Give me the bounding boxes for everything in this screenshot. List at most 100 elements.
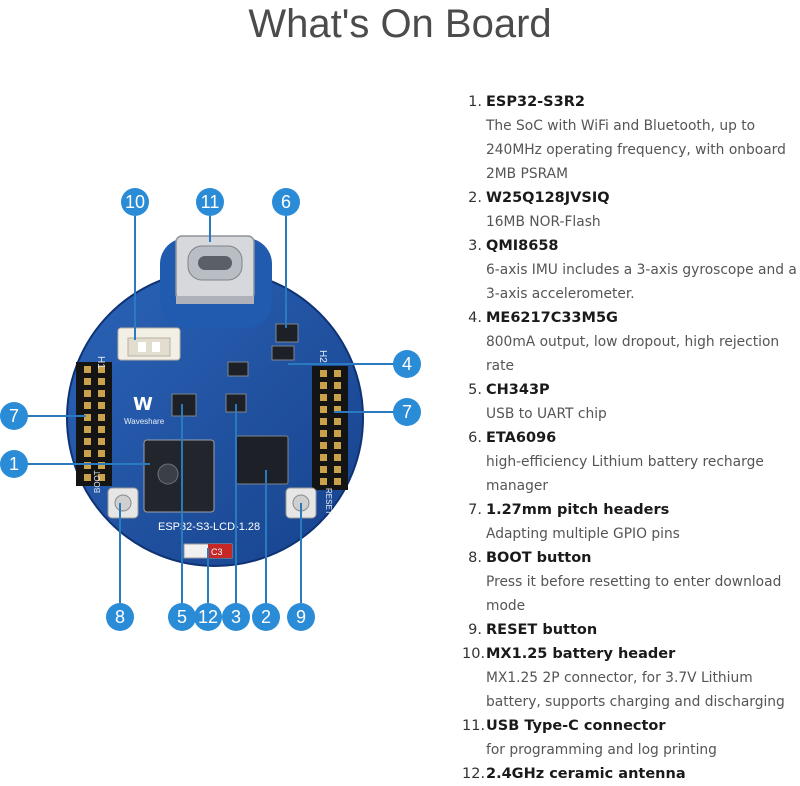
antenna-silkscreen: C3	[211, 547, 223, 557]
component-number: 10.	[462, 646, 486, 662]
header-pin	[98, 414, 105, 421]
callout-label: 8	[115, 607, 125, 627]
callout-label: 9	[296, 607, 306, 627]
usb-type-c-connector	[175, 235, 255, 304]
ldo-regulator	[227, 361, 249, 377]
header-pin	[98, 474, 105, 481]
header-pin	[320, 466, 327, 473]
flash-chip	[235, 435, 289, 485]
component-number: 3.	[468, 238, 482, 254]
callout-6: 6	[272, 188, 300, 216]
component-name: MX1.25 battery header	[486, 646, 676, 662]
callout-10: 10	[121, 188, 149, 216]
component-description: MX1.25 2P connector, for 3.7V Lithium ba…	[486, 670, 785, 710]
battery-header	[117, 327, 181, 361]
page-title: What's On Board	[248, 2, 552, 46]
callout-9: 9	[287, 603, 315, 631]
header-pin	[84, 474, 91, 481]
component-item: 12.2.4GHz ceramic antenna	[462, 762, 800, 786]
callout-8: 8	[106, 603, 134, 631]
callout-7: 7	[0, 402, 28, 430]
boot-button[interactable]	[107, 487, 139, 519]
header-pin	[84, 462, 91, 469]
header-pin	[320, 382, 327, 389]
header-pin	[320, 394, 327, 401]
callout-label: 2	[261, 607, 271, 627]
header-pin	[98, 390, 105, 397]
ch343p-chip	[171, 393, 197, 417]
component-description: for programming and log printing	[486, 742, 717, 758]
header-pin	[334, 370, 341, 377]
board-diagram: H1 H2 W Waveshare BOOT RESET	[0, 188, 421, 631]
component-number: 6.	[468, 430, 482, 446]
header-pin	[84, 426, 91, 433]
callout-label: 12	[198, 607, 218, 627]
header-pin	[98, 462, 105, 469]
header-pin	[84, 402, 91, 409]
callout-label: 10	[125, 192, 145, 212]
component-item: 9.RESET button	[462, 618, 800, 642]
callout-7: 7	[393, 398, 421, 426]
header-pin	[334, 394, 341, 401]
component-description: Press it before resetting to enter downl…	[486, 574, 782, 614]
h2-silkscreen: H2	[317, 350, 328, 363]
reset-silkscreen: RESET	[324, 488, 333, 515]
header-pin	[334, 466, 341, 473]
header-pin	[320, 478, 327, 485]
component-name: CH343P	[486, 382, 550, 398]
header-pin	[334, 382, 341, 389]
component-description: 800mA output, low dropout, high rejectio…	[486, 334, 780, 374]
header-pin	[84, 414, 91, 421]
component-number: 1.	[468, 94, 482, 110]
boot-silkscreen: BOOT	[93, 470, 102, 493]
header-pin	[98, 426, 105, 433]
component-name: RESET button	[486, 622, 598, 638]
header-pin	[98, 378, 105, 385]
header-pin	[84, 366, 91, 373]
model-silkscreen: ESP32-S3-LCD-1.28	[158, 521, 260, 533]
callout-4: 4	[393, 350, 421, 378]
component-description: 6-axis IMU includes a 3-axis gyroscope a…	[486, 262, 797, 302]
component-name: ETA6096	[486, 430, 557, 446]
component-number: 2.	[468, 190, 482, 206]
callout-label: 6	[281, 192, 291, 212]
header-pin	[334, 430, 341, 437]
header-pin	[98, 438, 105, 445]
header-pin	[320, 370, 327, 377]
component-description: The SoC with WiFi and Bluetooth, up to 2…	[486, 118, 786, 182]
callout-11: 11	[196, 188, 224, 216]
callout-label: 11	[201, 192, 220, 212]
callout-label: 7	[9, 406, 19, 426]
callout-12: 12	[194, 603, 222, 631]
brand-silkscreen: Waveshare	[124, 417, 165, 426]
component-number: 9.	[468, 622, 482, 638]
component-name: ESP32-S3R2	[486, 94, 585, 110]
component-name: BOOT button	[486, 550, 592, 566]
header-pin	[334, 406, 341, 413]
component-description: 16MB NOR-Flash	[486, 214, 601, 230]
component-name: USB Type-C connector	[486, 718, 666, 734]
header-pin	[84, 450, 91, 457]
component-name: W25Q128JVSIQ	[486, 190, 610, 206]
svg-text:W: W	[133, 394, 153, 415]
callout-label: 7	[402, 402, 412, 422]
component-number: 5.	[468, 382, 482, 398]
waveshare-logo: W	[133, 394, 153, 415]
callout-label: 3	[231, 607, 241, 627]
component-number: 8.	[468, 550, 482, 566]
header-h1	[76, 362, 112, 486]
component-number: 11.	[462, 718, 486, 734]
callout-label: 4	[402, 354, 412, 374]
component-name: ME6217C33M5G	[486, 310, 618, 326]
header-h2	[312, 366, 348, 490]
charger-chip	[271, 323, 299, 361]
callout-label: 5	[177, 607, 187, 627]
